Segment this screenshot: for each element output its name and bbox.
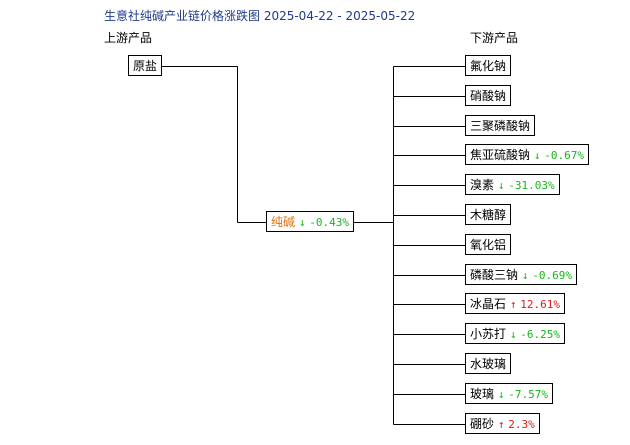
upstream-node[interactable]: 原盐 (128, 55, 163, 76)
downstream-node[interactable]: 硝酸钠 (465, 85, 512, 106)
downstream-node-change: 12.61% (520, 298, 561, 311)
downstream-node-name: 氧化铝 (470, 238, 507, 252)
downstream-node[interactable]: 磷酸三钠 ↓ -0.69% (465, 264, 578, 285)
downstream-node-name: 硝酸钠 (470, 89, 507, 103)
downstream-node-name: 焦亚硫酸钠 (470, 148, 531, 162)
downstream-node[interactable]: 氟化钠 (465, 55, 512, 76)
downstream-node-name: 玻璃 (470, 387, 495, 401)
downstream-node-name: 硼砂 (470, 417, 495, 431)
chart-title: 生意社纯碱产业链价格涨跌图 2025-04-22 - 2025-05-22 (104, 9, 416, 23)
down-arrow-icon: ↓ (298, 216, 306, 229)
center-node[interactable]: 纯碱 ↓ -0.43% (266, 211, 355, 232)
down-arrow-icon: ↓ (521, 269, 529, 282)
downstream-node-change: -0.69% (532, 269, 573, 282)
downstream-node-change: -0.67% (544, 149, 585, 162)
down-arrow-icon: ↓ (509, 328, 517, 341)
downstream-node-name: 木糖醇 (470, 208, 507, 222)
center-node-change: -0.43% (309, 216, 350, 229)
center-node-name: 纯碱 (271, 215, 296, 229)
down-arrow-icon: ↓ (497, 179, 505, 192)
downstream-header: 下游产品 (470, 31, 519, 45)
downstream-node[interactable]: 木糖醇 (465, 204, 512, 225)
downstream-node-name: 氟化钠 (470, 59, 507, 73)
downstream-node-name: 磷酸三钠 (470, 268, 519, 282)
downstream-node-name: 三聚磷酸钠 (470, 119, 531, 133)
downstream-node-name: 冰晶石 (470, 297, 507, 311)
downstream-node[interactable]: 溴素 ↓ -31.03% (465, 174, 560, 195)
downstream-node[interactable]: 氧化铝 (465, 234, 512, 255)
downstream-node-change: 2.3% (508, 418, 535, 431)
up-arrow-icon: ↑ (509, 298, 517, 311)
downstream-node[interactable]: 水玻璃 (465, 353, 512, 374)
down-arrow-icon: ↓ (497, 388, 505, 401)
downstream-node-name: 溴素 (470, 178, 495, 192)
downstream-node[interactable]: 焦亚硫酸钠 ↓ -0.67% (465, 144, 590, 165)
down-arrow-icon: ↓ (533, 149, 541, 162)
downstream-node[interactable]: 小苏打 ↓ -6.25% (465, 323, 566, 344)
up-arrow-icon: ↑ (497, 418, 505, 431)
upstream-header: 上游产品 (104, 31, 153, 45)
downstream-node[interactable]: 硼砂 ↑ 2.3% (465, 413, 540, 434)
downstream-node[interactable]: 冰晶石 ↑ 12.61% (465, 293, 566, 314)
downstream-node-change: -6.25% (520, 328, 561, 341)
downstream-node-name: 水玻璃 (470, 357, 507, 371)
downstream-node-change: -7.57% (508, 388, 549, 401)
downstream-node-change: -31.03% (508, 179, 555, 192)
downstream-node[interactable]: 三聚磷酸钠 (465, 115, 536, 136)
upstream-node-name: 原盐 (133, 59, 158, 73)
downstream-node-name: 小苏打 (470, 327, 507, 341)
downstream-node[interactable]: 玻璃 ↓ -7.57% (465, 383, 554, 404)
